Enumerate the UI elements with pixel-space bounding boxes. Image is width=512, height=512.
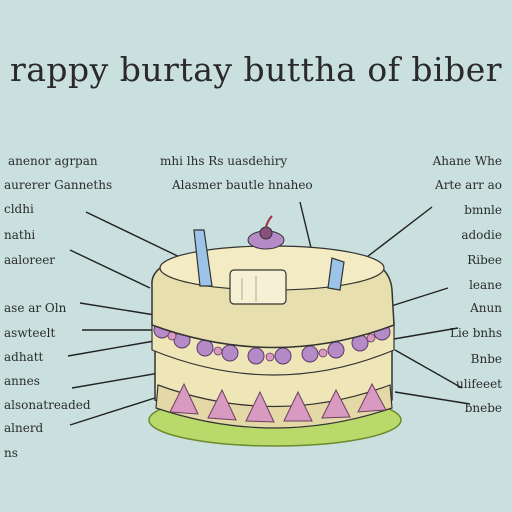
diagram-title: rappy burtay buttha of biber <box>9 50 503 89</box>
label-left-2: aurerer Ganneths <box>4 178 113 192</box>
label-right-11: bnebe <box>464 401 502 415</box>
label-left-11: alnerd <box>4 421 44 435</box>
label-right-6: leane <box>469 278 502 292</box>
label-left-8: adhatt <box>4 350 44 364</box>
label-right-1: Ahane Whe <box>432 154 502 168</box>
label-left-5: aaloreer <box>4 253 56 267</box>
label-left-7: aswteelt <box>4 326 56 340</box>
candle-right <box>327 257 345 291</box>
label-right-8: Lie bnhs <box>449 326 502 340</box>
label-left-4: nathi <box>4 228 36 242</box>
candle-left <box>193 229 213 287</box>
frosting-triangles <box>169 382 387 423</box>
label-left-3: cldhi <box>4 202 34 216</box>
label-left-12: ns <box>4 446 18 460</box>
label-left-9: annes <box>4 374 40 388</box>
label-right-5: Ribee <box>467 253 502 267</box>
label-right-4: adodie <box>461 228 502 242</box>
label-right-9: Bnbe <box>470 352 502 366</box>
label-left-10: alsonatreaded <box>4 398 91 412</box>
label-top-2: Alasmer bautle hnaheo <box>172 178 313 192</box>
cake-center-block <box>229 269 287 305</box>
label-right-10: ulifeeet <box>456 377 502 391</box>
label-right-7: Anun <box>470 301 502 315</box>
label-top-1: mhi lhs Rs uasdehiry <box>160 154 288 168</box>
label-right-2: Arte arr ao <box>435 178 502 192</box>
label-right-3: bmnle <box>464 203 502 217</box>
label-left-1: anenor agrpan <box>8 154 98 168</box>
label-left-6: ase ar Oln <box>4 301 67 315</box>
